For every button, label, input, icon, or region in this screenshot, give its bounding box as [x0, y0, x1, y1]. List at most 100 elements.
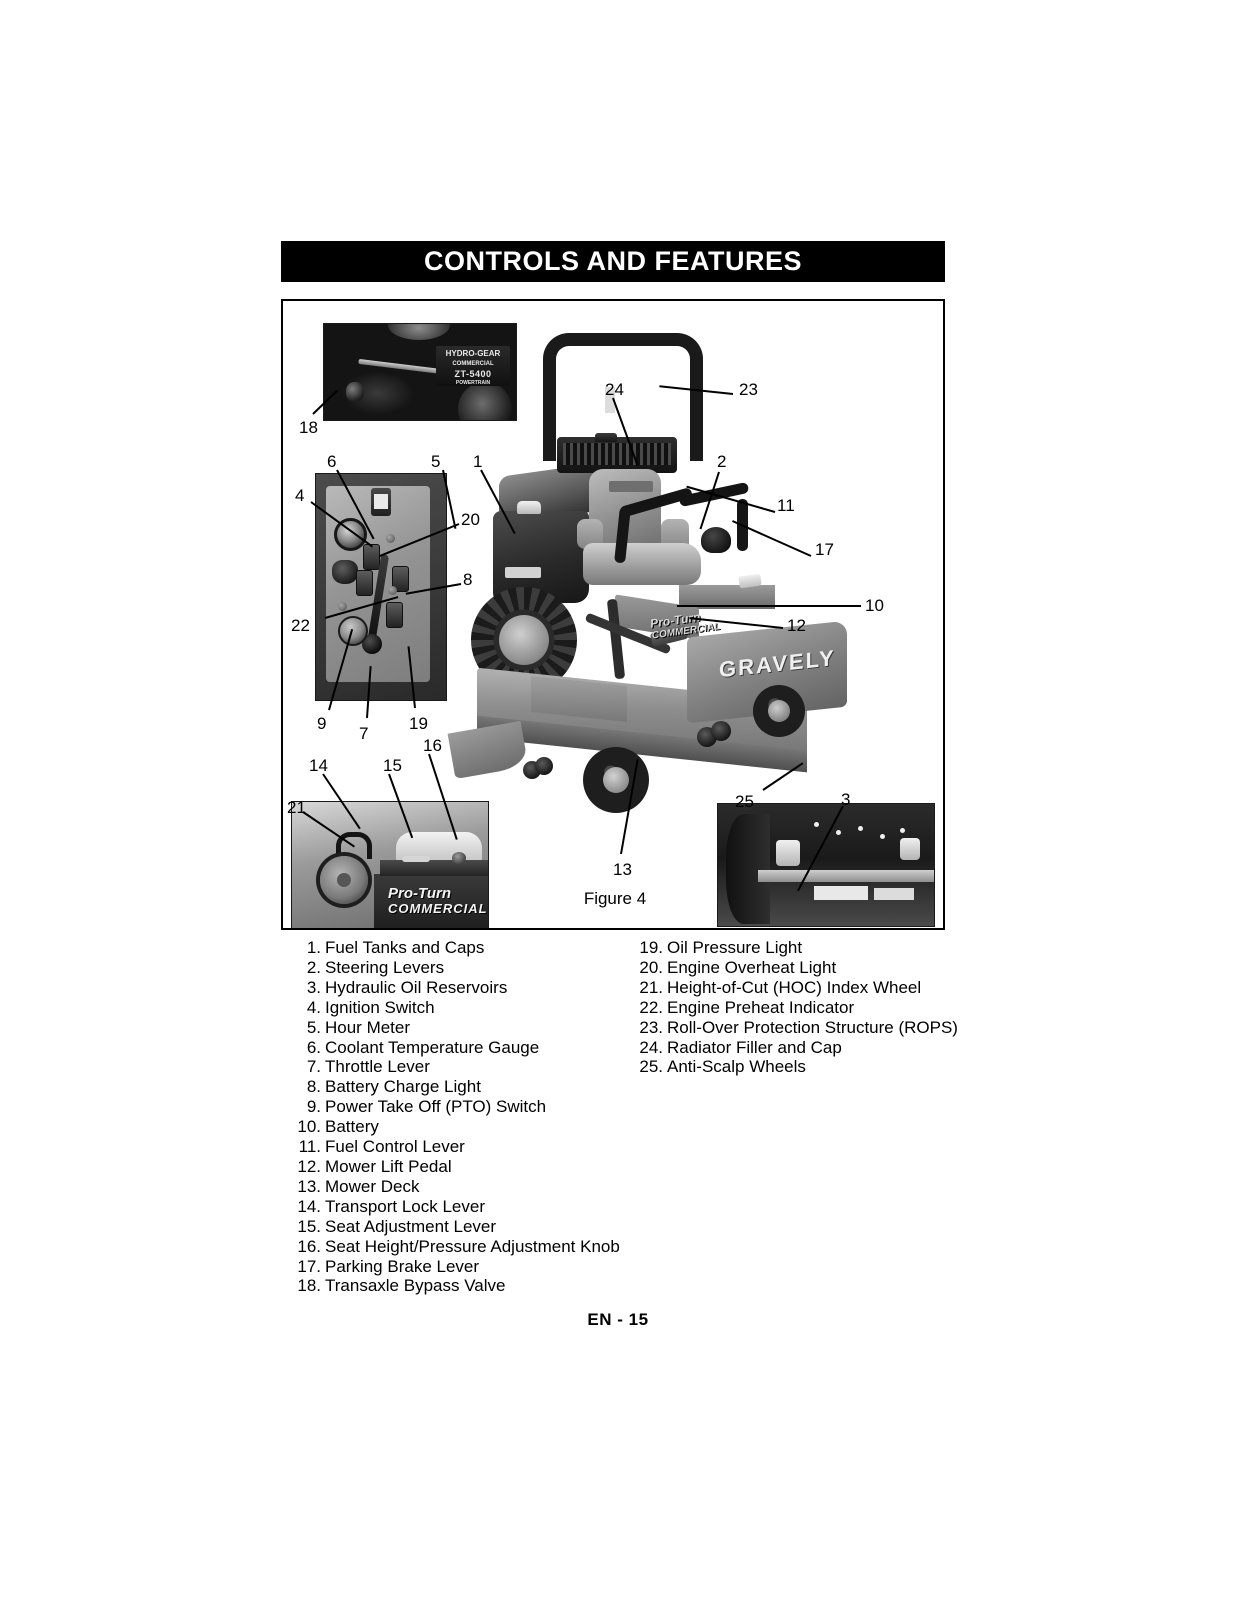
photo-inset-control-panel [315, 473, 447, 701]
seat-base-rail [380, 860, 488, 876]
callout-number-21: 21 [287, 798, 306, 817]
ignition-switch[interactable] [332, 560, 358, 584]
anti-scalp-wheel-2 [711, 721, 731, 741]
parts-list-item-label: Hour Meter [325, 1017, 411, 1037]
parts-list-item: 10.Battery [291, 1117, 621, 1137]
anti-scalp-wheel-4 [535, 757, 553, 775]
parts-list-item: 13.Mower Deck [291, 1177, 621, 1197]
fuel-tank-cap[interactable] [517, 501, 541, 514]
callout-number-18: 18 [299, 418, 318, 437]
callout-leader-10 [677, 605, 861, 607]
bypass-valve-knob [346, 382, 364, 402]
parts-list-item-number: 13. [297, 1176, 321, 1196]
transaxle-pulley [388, 324, 450, 340]
parts-list-item-number: 21. [639, 977, 663, 997]
parts-list-item-label: Battery Charge Light [325, 1077, 481, 1097]
hydro-gear-brand-sub: COMMERCIAL [452, 360, 494, 367]
photo-inset-transaxle-bypass-valve: HYDRO-GEAR COMMERCIAL ZT-5400 POWERTRAIN [323, 323, 517, 421]
parts-list-item-number: 14. [297, 1196, 321, 1216]
parts-list-item-number: 11. [298, 1137, 321, 1157]
callout-number-14: 14 [309, 756, 328, 775]
hydraulic-inset-bolt-4 [900, 828, 905, 833]
hydraulic-inset-frame-bar [758, 870, 934, 882]
callout-number-9: 9 [317, 714, 327, 733]
radiator-filler-and-cap[interactable] [595, 433, 617, 442]
callout-number-25: 25 [735, 792, 754, 811]
parts-list-item-label: Coolant Temperature Gauge [325, 1037, 540, 1057]
parts-list-item-label: Seat Height/Pressure Adjustment Knob [325, 1236, 620, 1256]
parts-list-item: 3.Hydraulic Oil Reservoirs [291, 978, 621, 998]
photo-inset-seat-and-transport-lock: Pro-Turn COMMERCIAL [291, 801, 489, 928]
hoc-index-wheel[interactable] [320, 856, 368, 904]
parts-list-item-number: 22. [639, 997, 663, 1017]
parts-list-item-number: 19. [639, 938, 663, 957]
parts-list-item: 18.Transaxle Bypass Valve [291, 1276, 621, 1296]
seat-height-pressure-adjustment-knob[interactable] [452, 852, 466, 864]
hydraulic-oil-reservoir-right [900, 838, 920, 860]
transport-lock-lever[interactable] [336, 832, 372, 859]
seat-inset-body-panel [374, 874, 488, 928]
parts-list-item: 6.Coolant Temperature Gauge [291, 1038, 621, 1058]
callout-number-12: 12 [787, 616, 806, 635]
callout-number-22: 22 [291, 616, 310, 635]
parts-list-item-label: Height-of-Cut (HOC) Index Wheel [667, 977, 922, 997]
hydro-gear-brand: HYDRO-GEAR [445, 349, 501, 358]
pto-switch[interactable] [338, 616, 368, 646]
callout-number-23: 23 [739, 380, 758, 399]
callout-number-16: 16 [423, 736, 442, 755]
parts-list-item: 20.Engine Overheat Light [633, 958, 945, 978]
fuel-control-lever[interactable] [701, 527, 731, 553]
callout-number-4: 4 [295, 486, 305, 505]
parts-list-item: 24.Radiator Filler and Cap [633, 1038, 945, 1058]
parts-list-item: 7.Throttle Lever [291, 1057, 621, 1077]
callout-number-11: 11 [777, 496, 795, 515]
parts-list-item-label: Throttle Lever [325, 1057, 430, 1077]
parts-list-item-label: Engine Overheat Light [667, 957, 837, 977]
callout-number-20: 20 [461, 510, 480, 529]
callout-number-2: 2 [717, 452, 727, 471]
parts-list-item: 4.Ignition Switch [291, 998, 621, 1018]
parts-list-item-number: 17. [297, 1256, 321, 1276]
parts-list-item-label: Parking Brake Lever [325, 1256, 480, 1276]
parts-list-item-number: 5. [306, 1017, 321, 1037]
parts-list-item-label: Fuel Tanks and Caps [325, 938, 485, 957]
hour-meter [371, 488, 391, 516]
parts-list-item: 16.Seat Height/Pressure Adjustment Knob [291, 1237, 621, 1257]
hydraulic-inset-bolt-2 [858, 826, 863, 831]
parts-list-item-label: Radiator Filler and Cap [667, 1037, 842, 1057]
callout-number-10: 10 [865, 596, 884, 615]
parts-list-item: 25.Anti-Scalp Wheels [633, 1057, 945, 1077]
parts-list-item-number: 24. [639, 1037, 663, 1057]
callout-number-15: 15 [383, 756, 402, 775]
parts-list-item-label: Ignition Switch [325, 997, 435, 1017]
rear-drive-hub [499, 615, 549, 665]
callout-number-7: 7 [359, 724, 369, 743]
panel-indicator-led-2 [388, 586, 397, 595]
hydro-gear-model: ZT-5400 [454, 368, 492, 379]
figure-caption: Figure 4 [583, 889, 647, 908]
callout-number-24: 24 [605, 380, 624, 399]
parts-list-item: 21.Height-of-Cut (HOC) Index Wheel [633, 978, 945, 998]
seat-cushion-main [583, 543, 701, 585]
parts-list-item-number: 12. [297, 1156, 321, 1176]
caster-wheel-front-hub [603, 767, 629, 793]
parts-list-item-label: Seat Adjustment Lever [325, 1216, 497, 1236]
seat-adjustment-lever[interactable] [402, 856, 430, 862]
pro-turn-brand: Pro-Turn [388, 885, 452, 902]
parts-list-item: 8.Battery Charge Light [291, 1077, 621, 1097]
throttle-lever-knob[interactable] [362, 634, 382, 654]
parts-list-item: 19.Oil Pressure Light [633, 938, 945, 958]
parts-list-item-label: Steering Levers [325, 957, 445, 977]
caster-wheel-rear-hub [768, 700, 790, 722]
parts-list-item-number: 10. [297, 1117, 321, 1137]
parts-list-item: 12.Mower Lift Pedal [291, 1157, 621, 1177]
parts-list-item: 2.Steering Levers [291, 958, 621, 978]
engine-preheat-indicator [356, 570, 373, 596]
parts-list-item-label: Roll-Over Protection Structure (ROPS) [667, 1017, 958, 1037]
hydro-gear-decal: HYDRO-GEAR COMMERCIAL ZT-5400 POWERTRAIN [436, 346, 510, 386]
photo-inset-hydraulic-oil-reservoirs [717, 803, 935, 927]
parts-list-item-label: Oil Pressure Light [667, 938, 803, 957]
parts-list-item: 1.Fuel Tanks and Caps [291, 938, 621, 958]
parts-list-item-number: 25. [639, 1057, 663, 1077]
